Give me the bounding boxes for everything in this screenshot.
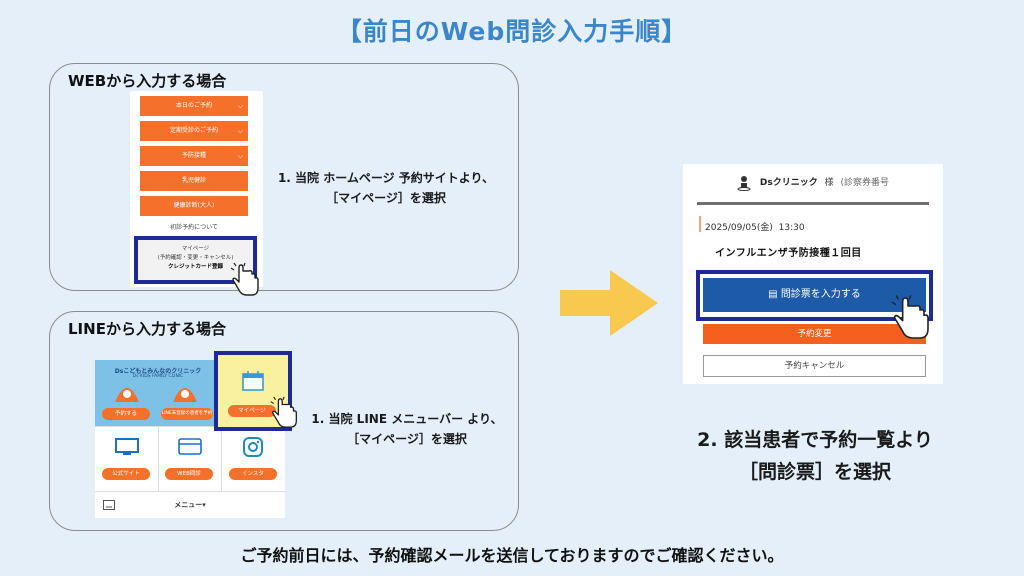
cancel-reservation-button[interactable]: 予約キャンセル <box>703 355 926 377</box>
web-menu-item[interactable]: 乳児健診 <box>140 171 248 191</box>
chevron-down-icon: ⌵ <box>237 127 243 135</box>
keyboard-icon[interactable] <box>103 500 115 510</box>
page-title: 【前日のWeb問診入力手順】 <box>336 17 688 46</box>
divider <box>221 426 222 491</box>
web-mypage-button[interactable]: マイページ (予約確認・変更・キャンセル) クレジットカード登録 <box>134 236 257 284</box>
official-site-button[interactable]: 公式サイト <box>102 468 150 480</box>
change-reservation-button[interactable]: 予約変更 <box>703 324 926 344</box>
logo-icon <box>173 388 197 402</box>
web-plain-item[interactable]: 初診予約について <box>140 219 248 237</box>
questionnaire-button[interactable]: ▤ 問診票を入力する <box>703 278 926 312</box>
monitor-icon <box>115 438 139 455</box>
clinic-brand-sub: Ds KIDS FAMILY CLINIC <box>132 374 184 379</box>
line-menu-bar: メニュー▾ <box>95 491 285 518</box>
chevron-down-icon: ⌵ <box>237 152 243 160</box>
clinic-brand: Dsこどもとみんなのクリニック <box>114 368 202 375</box>
date-accent <box>699 216 701 232</box>
web-section-panel: WEBから入力する場合 <box>49 63 519 291</box>
reservation-title: インフルエンザ予防接種１回目 <box>715 248 862 259</box>
patient-number: (診察券番号 <box>840 178 889 188</box>
clinic-name: Dsクリニック <box>759 178 818 188</box>
person-pin-icon <box>737 175 751 191</box>
clipboard-icon: ▤ <box>768 289 778 300</box>
pointing-hand-icon <box>230 262 259 296</box>
web-menu-item[interactable]: 定期受診のご予約⌵ <box>140 121 248 141</box>
web-section-heading: WEBから入力する場合 <box>68 72 227 90</box>
line-instruction: 1. 当院 LINE メニューバー より、 ［マイページ］を選択 <box>311 412 503 446</box>
arrow-right-icon <box>560 270 658 336</box>
instagram-button[interactable]: インスタ <box>229 468 277 480</box>
reservation-app-screenshot: Dsクリニック 様 (診察券番号 2025/09/05(金) 13:30 インフ… <box>683 164 943 384</box>
reservation-datetime: 2025/09/05(金) 13:30 <box>705 223 805 233</box>
chevron-down-icon: ⌵ <box>237 102 243 110</box>
line-mypage-label: マイページ <box>228 405 276 417</box>
reserve-button[interactable]: 予約する <box>102 408 150 420</box>
line-section-heading: LINEから入力する場合 <box>68 320 226 338</box>
web-instruction: 1. 当院 ホームページ 予約サイトより、 ［マイページ］を選択 <box>277 171 495 205</box>
calendar-icon <box>242 371 264 391</box>
web-menu-item[interactable]: 健康診断(大人) <box>140 196 248 216</box>
menu-toggle[interactable]: メニュー▾ <box>174 501 206 509</box>
web-menu-item[interactable]: 本日のご予約⌵ <box>140 96 248 116</box>
web-menu-item[interactable]: 予防接種⌵ <box>140 146 248 166</box>
web-form-icon <box>178 438 202 455</box>
step2-instruction: 2. 該当患者で予約一覧より ［問診票］を選択 <box>697 429 933 483</box>
instagram-icon <box>243 437 263 457</box>
footer-note: ご予約前日には、予約確認メールを送信しておりますのでご確認ください。 <box>240 546 784 565</box>
web-monshin-button[interactable]: WEB問診 <box>165 468 213 480</box>
patient-header: Dsクリニック 様 (診察券番号 <box>683 172 943 194</box>
divider <box>697 202 929 205</box>
divider <box>158 426 159 491</box>
pointing-hand-icon <box>270 396 297 428</box>
website-screenshot: 本日のご予約⌵ 定期受診のご予約⌵ 予防接種⌵ 乳児健診 健康診断(大人) 初診… <box>130 91 263 287</box>
logo-icon <box>115 388 139 402</box>
line-menu-bottom <box>95 426 285 491</box>
line-reserve-button[interactable]: LINE未登録の患者を予約 <box>161 408 213 420</box>
pointing-hand-icon <box>891 294 929 339</box>
